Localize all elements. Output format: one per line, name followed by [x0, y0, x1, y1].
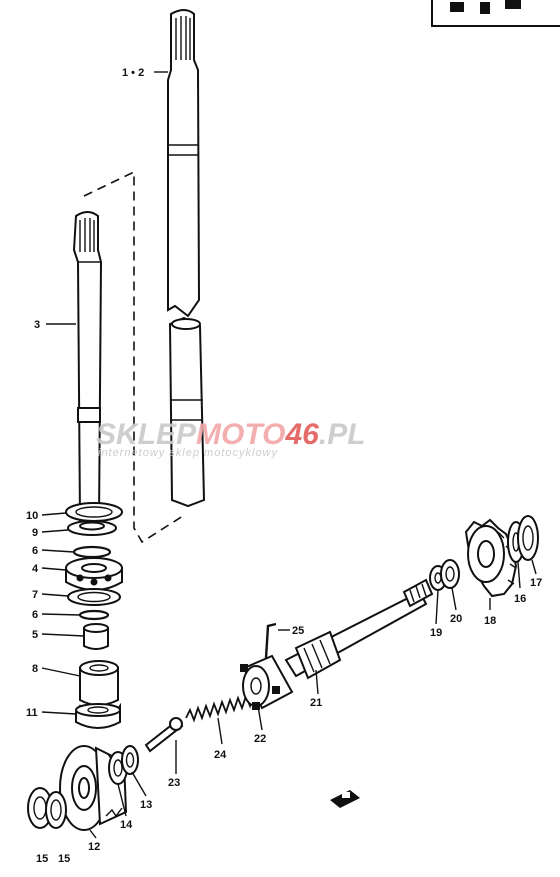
bevel-gear-12 [59, 745, 128, 831]
label-15b: 15 [58, 853, 70, 865]
spring-24 [185, 691, 255, 723]
label-20: 20 [450, 613, 462, 625]
corner-mark [505, 0, 521, 9]
corner-frame [431, 0, 560, 27]
watermark-part-moto: MOTO [196, 418, 285, 451]
label-25: 25 [292, 625, 304, 637]
label-16: 16 [514, 593, 526, 605]
label-11: 11 [26, 707, 38, 719]
ring-13 [121, 745, 139, 775]
group-bracket [83, 170, 187, 544]
drive-shaft-long [167, 9, 206, 508]
watermark-tagline: internetowy sklep motocyklowy [98, 447, 279, 459]
label-23: 23 [168, 777, 180, 789]
label-19: 19 [430, 627, 442, 639]
label-shaft-3: 3 [34, 319, 40, 331]
watermark: SKLEPMOTO46.PL internetowy sklep motocyk… [96, 418, 366, 459]
label-6b: 6 [32, 609, 38, 621]
label-12: 12 [88, 841, 100, 853]
pin-25 [264, 622, 277, 659]
pinion-gear-11 [75, 702, 121, 729]
bearing-4 [65, 557, 123, 591]
shim-7 [67, 588, 121, 606]
corner-mark [480, 2, 490, 14]
label-13: 13 [140, 799, 152, 811]
corner-mark [450, 2, 464, 12]
circlip-6-lower [78, 609, 110, 621]
drive-shaft-short [72, 211, 103, 521]
front-marker [330, 790, 360, 808]
shim-17 [517, 515, 539, 561]
shim-10 [65, 502, 123, 522]
label-4: 4 [32, 563, 39, 575]
watermark-brand: SKLEPMOTO46.PL [96, 418, 366, 451]
label-14: 14 [120, 819, 133, 831]
label-8: 8 [32, 663, 38, 675]
circlip-6-upper [72, 545, 112, 559]
watermark-part-46: 46 [284, 418, 319, 451]
label-10: 10 [26, 510, 38, 522]
label-18: 18 [484, 615, 496, 627]
watermark-part-sklep: SKLEP [96, 418, 197, 451]
bevel-gear-18 [464, 518, 518, 598]
leader-lines [41, 71, 537, 839]
watermark-part-pl: .PL [319, 418, 366, 451]
label-17: 17 [530, 577, 542, 589]
label-21: 21 [310, 697, 322, 709]
label-5: 5 [32, 629, 38, 641]
label-15a: 15 [36, 853, 48, 865]
part-labels: 1 • 2 3 10 9 6 4 7 6 5 8 11 13 14 12 15 … [26, 67, 542, 865]
label-24: 24 [214, 749, 227, 761]
label-9: 9 [32, 527, 38, 539]
shim-15-b [45, 791, 67, 829]
label-22: 22 [254, 733, 266, 745]
race-20 [440, 559, 460, 589]
shift-rod-23 [144, 717, 184, 753]
label-7: 7 [32, 589, 38, 601]
label-6a: 6 [32, 545, 38, 557]
bearing-8 [79, 660, 119, 706]
label-shaft-1-2: 1 • 2 [122, 67, 144, 79]
sleeve-5 [83, 623, 109, 650]
clutch-dog-22 [240, 654, 294, 710]
propeller-shaft-21 [284, 578, 434, 680]
